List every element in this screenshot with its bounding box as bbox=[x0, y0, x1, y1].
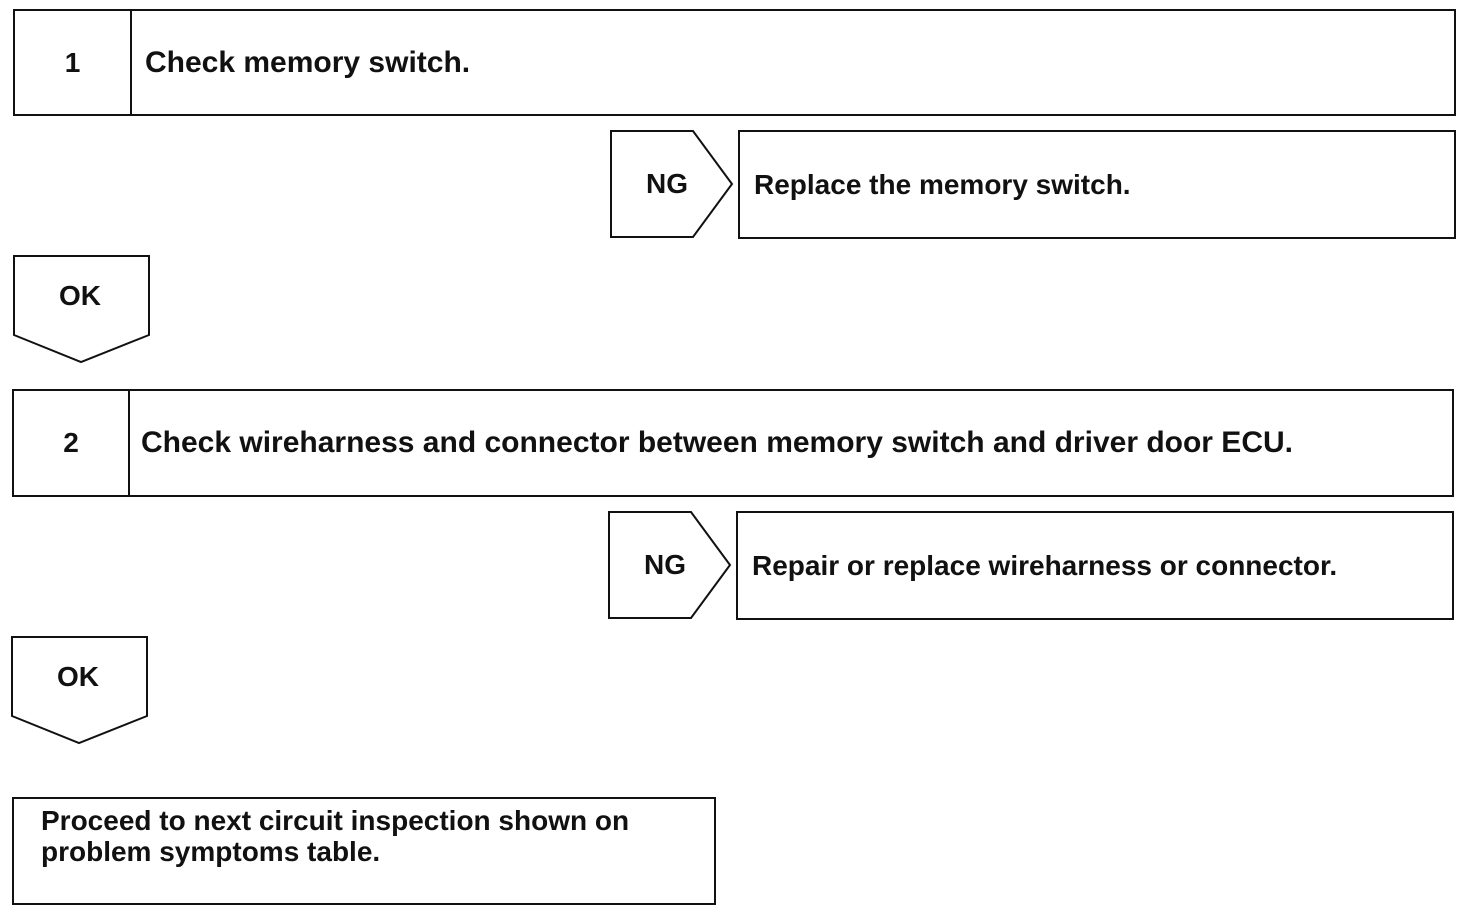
ng-label-2: NG bbox=[644, 549, 686, 580]
step-1-box: 1 Check memory switch. bbox=[13, 9, 1456, 116]
ng-action-1-box: Replace the memory switch. bbox=[738, 130, 1456, 239]
ng-action-2-box: Repair or replace wireharness or connect… bbox=[736, 511, 1454, 620]
ok-arrow-1 bbox=[13, 255, 150, 364]
ok-arrow-2 bbox=[11, 636, 148, 745]
ng-action-2-text: Repair or replace wireharness or connect… bbox=[752, 549, 1338, 581]
ng-arrow-1 bbox=[610, 130, 734, 238]
ng-label-1: NG bbox=[646, 168, 688, 199]
step-2-number: 2 bbox=[14, 391, 130, 495]
step-1-text: Check memory switch. bbox=[145, 45, 471, 79]
step-2-text: Check wireharness and connector between … bbox=[141, 426, 1293, 459]
ok-label-1: OK bbox=[59, 280, 101, 311]
ok-label-2: OK bbox=[57, 661, 99, 692]
step-2-box: 2 Check wireharness and connector betwee… bbox=[12, 389, 1454, 497]
final-step-box: Proceed to next circuit inspection shown… bbox=[12, 797, 716, 905]
final-step-line-1: Proceed to next circuit inspection shown… bbox=[41, 805, 630, 836]
final-step-text: Proceed to next circuit inspection shown… bbox=[41, 805, 629, 867]
step-1-number: 1 bbox=[15, 11, 132, 114]
ng-action-1-text: Replace the memory switch. bbox=[754, 168, 1131, 200]
ng-arrow-2 bbox=[608, 511, 732, 619]
final-step-line-2: problem symptoms table. bbox=[41, 836, 381, 867]
